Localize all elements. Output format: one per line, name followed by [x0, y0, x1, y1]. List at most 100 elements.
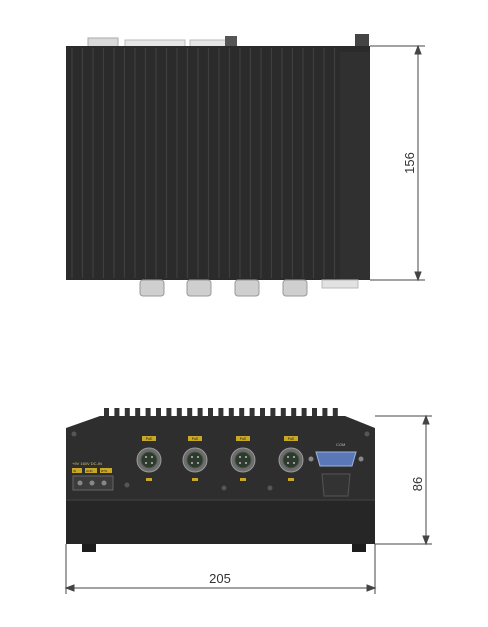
m12-inner	[234, 451, 252, 469]
terminal-tag-gnd	[85, 468, 97, 473]
m12-port[interactable]: PoE	[278, 436, 304, 481]
m12-pin	[239, 456, 241, 458]
front-fin	[239, 408, 245, 417]
m12-pin	[191, 462, 193, 464]
m12-pin	[287, 456, 289, 458]
screw-3	[124, 482, 130, 488]
poe-label: PoE	[288, 437, 295, 441]
m12-pin	[245, 456, 247, 458]
serial-label: COM	[336, 442, 345, 447]
m12-inner	[282, 451, 300, 469]
terminal-tag-in	[72, 468, 82, 473]
m12-pin	[287, 462, 289, 464]
serial-screw-left	[308, 456, 314, 462]
poe-tag	[142, 436, 156, 441]
m12-pin	[293, 456, 295, 458]
front-fin	[135, 408, 141, 417]
serial-connector-top	[321, 279, 359, 289]
front-fin	[114, 408, 120, 417]
front-lower-body	[66, 500, 375, 544]
m12-port[interactable]: PoE	[136, 436, 162, 481]
serial-screw-right	[358, 456, 364, 462]
antenna-stub-2	[355, 34, 369, 46]
m12-pin	[151, 456, 153, 458]
front-fin	[312, 408, 317, 417]
m12-ports: PoE PoE PoE PoE	[136, 436, 304, 481]
m12-port[interactable]: PoE	[182, 436, 208, 481]
power-input-label: +9V 160V DC-IN	[72, 461, 102, 466]
m12-pin	[293, 462, 295, 464]
terminal-label-in: IN	[73, 469, 76, 473]
front-fin	[208, 408, 213, 417]
depth-value: 156	[402, 152, 417, 174]
m12-pin	[151, 462, 153, 464]
port-led	[288, 478, 294, 481]
front-connectors-top-view	[139, 279, 359, 297]
serial-cover	[321, 473, 351, 497]
screw-5	[267, 485, 273, 491]
top-side-block	[340, 52, 370, 280]
front-fin	[166, 408, 172, 417]
poe-tag	[284, 436, 298, 441]
m12-pin	[197, 456, 199, 458]
front-fin	[156, 408, 161, 417]
top-fins	[71, 48, 336, 278]
front-fin	[197, 408, 203, 417]
port-led	[192, 478, 198, 481]
front-fin	[218, 408, 224, 417]
top-chassis	[66, 46, 370, 280]
m12-connector-top-2	[186, 279, 212, 297]
m12-connector-top-1	[139, 279, 165, 297]
poe-label: PoE	[146, 437, 153, 441]
top-view: 156	[66, 34, 425, 297]
front-fin	[145, 408, 151, 417]
serial-db-connector	[315, 451, 357, 467]
m12-pin	[145, 462, 147, 464]
front-fin	[187, 408, 193, 417]
screw-2	[364, 431, 370, 437]
m12-pin	[239, 462, 241, 464]
m12-port[interactable]: PoE	[230, 436, 256, 481]
terminal-tag-rtn	[100, 468, 112, 473]
poe-tag	[188, 436, 202, 441]
m12-connector-top-3	[234, 279, 260, 297]
m12-inner	[186, 451, 204, 469]
poe-label: PoE	[192, 437, 199, 441]
height-dimension	[375, 414, 432, 546]
front-fins	[104, 408, 338, 417]
m12-pin	[245, 462, 247, 464]
front-fin	[124, 408, 130, 417]
front-fin	[301, 408, 307, 417]
port-led	[240, 478, 246, 481]
front-fin	[291, 408, 297, 417]
front-view: +9V 160V DC-IN IN GND RTN PoE PoE PoE PoE C…	[64, 408, 432, 594]
height-value: 86	[410, 477, 425, 491]
poe-tag	[236, 436, 250, 441]
front-fin	[280, 408, 286, 417]
m12-connector-top-4	[282, 279, 308, 297]
terminal-label-gnd: GND	[86, 469, 94, 473]
port-led	[146, 478, 152, 481]
screw-4	[221, 485, 227, 491]
front-fin	[322, 408, 328, 417]
m12-pin	[145, 456, 147, 458]
terminal-screw-2	[89, 480, 95, 486]
front-fin	[176, 408, 182, 417]
m12-pin	[197, 462, 199, 464]
front-fin	[332, 408, 338, 417]
terminal-label-rtn: RTN	[101, 469, 107, 473]
front-fin	[260, 408, 265, 417]
front-fin	[249, 408, 255, 417]
front-fin	[104, 408, 109, 417]
depth-dimension	[370, 44, 425, 282]
front-fin	[270, 408, 276, 417]
terminal-screw-1	[77, 480, 83, 486]
m12-pin	[191, 456, 193, 458]
width-value: 205	[209, 571, 231, 586]
front-fin	[228, 408, 234, 417]
m12-inner	[140, 451, 158, 469]
foot-2	[352, 544, 366, 552]
screw-1	[71, 431, 77, 437]
terminal-screw-3	[101, 480, 107, 486]
